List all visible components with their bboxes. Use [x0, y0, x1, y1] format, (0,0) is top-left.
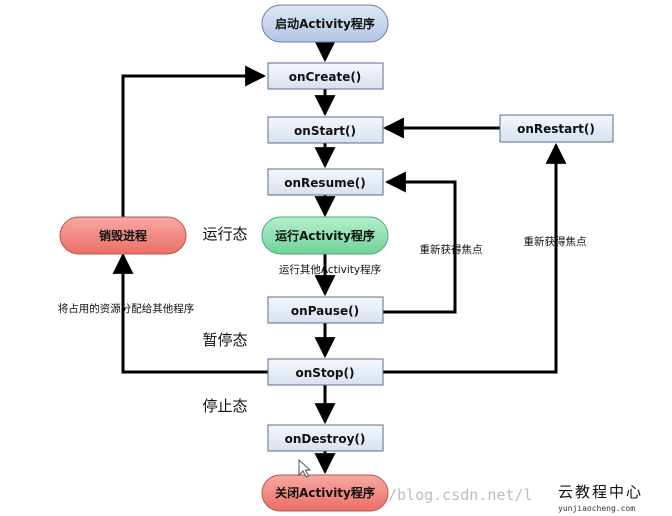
node-launch: 启动Activity程序	[261, 4, 389, 43]
node-oncreate-label: onCreate()	[289, 70, 362, 84]
state-running-label: 运行态	[202, 225, 247, 243]
state-stopped-label: 停止态	[202, 397, 247, 415]
node-onpause: onPause()	[267, 296, 384, 324]
edge-onstop-to-onrestart	[352, 142, 567, 374]
node-onrestart: onRestart()	[499, 114, 614, 143]
node-kill-label: 销毁进程	[99, 228, 147, 243]
node-running: 运行Activity程序	[261, 216, 389, 255]
edge-onpause-to-onresume	[382, 171, 457, 314]
node-onstart: onStart()	[267, 116, 384, 144]
node-close-label: 关闭Activity程序	[275, 485, 375, 500]
node-kill: 销毁进程	[59, 216, 187, 255]
edges	[112, 41, 567, 475]
node-onstop-label: onStop()	[296, 366, 355, 380]
node-running-label: 运行Activity程序	[275, 228, 375, 243]
node-close: 关闭Activity程序	[261, 474, 389, 512]
node-oncreate: onCreate()	[267, 62, 384, 90]
node-onresume-label: onResume()	[284, 176, 365, 190]
node-onstop: onStop()	[267, 358, 384, 386]
node-onresume: onResume()	[267, 168, 384, 196]
edge-label-other-activity: 运行其他Activity程序	[279, 263, 381, 276]
edge-onstop-to-kill	[112, 252, 270, 374]
node-onrestart-label: onRestart()	[517, 122, 595, 136]
node-onstart-label: onStart()	[294, 124, 356, 138]
watermark-brand: 云教程中心	[558, 483, 643, 501]
node-ondestroy-label: onDestroy()	[285, 432, 366, 446]
mouse-pointer-icon	[298, 458, 312, 478]
state-paused-label: 暂停态	[202, 331, 247, 349]
edge-label-reclaim-resources: 将占用的资源分配给其他程序	[58, 302, 195, 315]
edge-label-regain-focus-resume: 重新获得焦点	[420, 243, 483, 256]
edge-label-regain-focus-restart: 重新获得焦点	[524, 235, 587, 248]
node-launch-label: 启动Activity程序	[275, 16, 375, 31]
watermark-brand-sub: yunjiaocheng.com	[558, 504, 635, 513]
node-ondestroy: onDestroy()	[267, 424, 384, 452]
watermark-url: /blog.csdn.net/l	[388, 486, 533, 504]
node-onpause-label: onPause()	[291, 304, 359, 318]
edge-kill-to-oncreate	[121, 65, 267, 217]
